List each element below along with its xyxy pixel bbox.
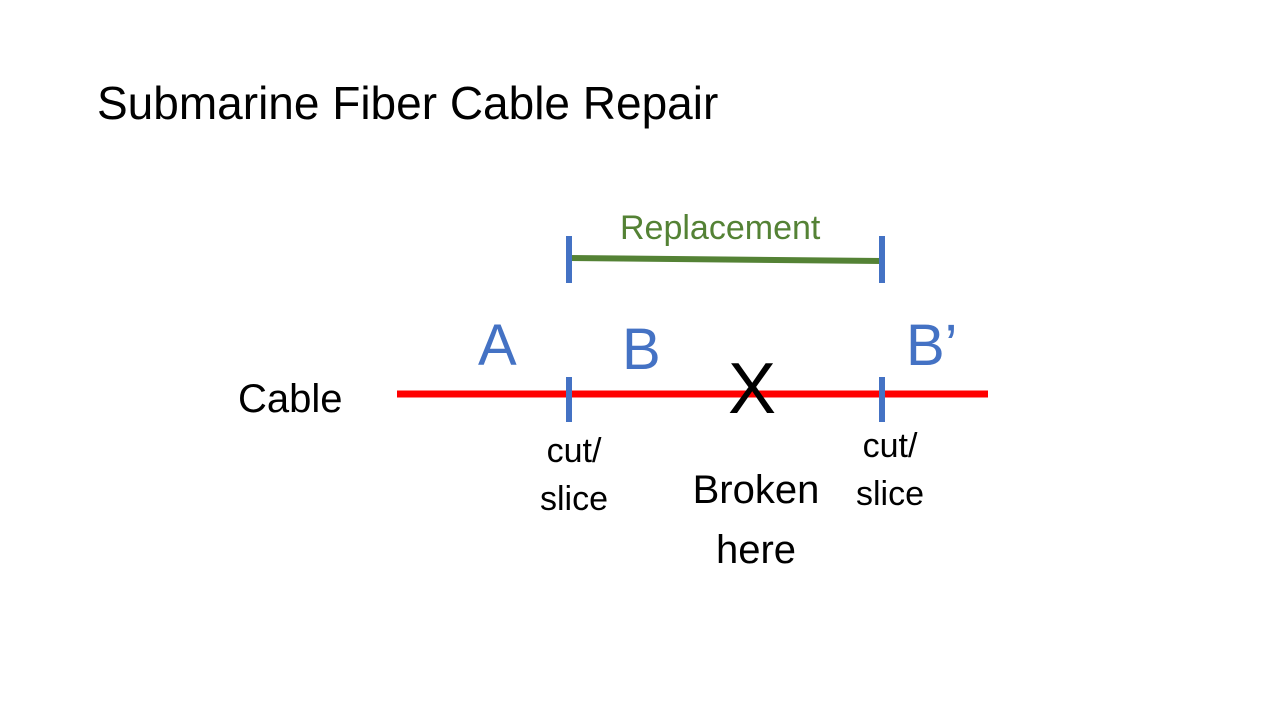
cut-label-right-line2: slice (855, 474, 925, 513)
break-mark: X (728, 349, 777, 429)
broken-here-line2: here (715, 528, 797, 572)
cable-label: Cable (238, 377, 343, 421)
cut-label-left: cut/ slice (530, 428, 618, 523)
broken-here-line1: Broken (692, 468, 820, 512)
cut-label-right-line1: cut/ (862, 427, 918, 465)
cut-label-left-line2: slice (539, 479, 609, 518)
replacement-label: Replacement (620, 209, 821, 247)
replacement-line (568, 255, 883, 264)
broken-here-label: Broken here (676, 460, 836, 580)
cut-label-right: cut/ slice (846, 423, 934, 518)
segment-b-prime-label: B’ (906, 313, 958, 378)
cut-label-left-line1: cut/ (546, 432, 602, 470)
segment-b-label: B (622, 317, 661, 382)
slide-title: Submarine Fiber Cable Repair (97, 77, 719, 129)
segment-a-label: A (478, 313, 517, 378)
